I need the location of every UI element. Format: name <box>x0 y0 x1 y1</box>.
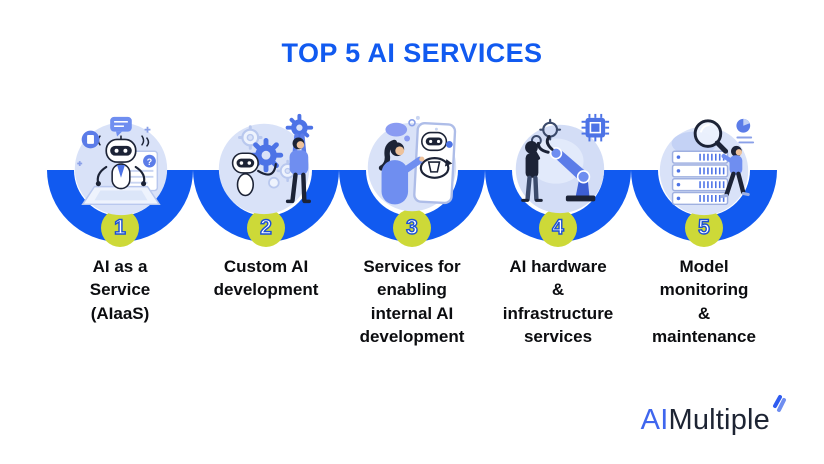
robot-on-laptop-illustration: ? <box>61 110 179 222</box>
service-item-4: 4 AI hardware & infrastructure services <box>485 110 631 349</box>
service-item-5: 5 Model monitoring & maintenance <box>631 110 777 349</box>
robot-person-gears-illustration <box>207 110 325 222</box>
logo-spark-icon <box>771 389 787 422</box>
service-label: AI as a Service (AIaaS) <box>89 257 151 323</box>
service-item-3: 3 Services for enabling internal AI deve… <box>339 110 485 349</box>
woman-robot-tablet-illustration <box>353 110 471 222</box>
server-magnifier-illustration <box>645 110 763 222</box>
service-label: AI hardware & infrastructure services <box>502 257 614 347</box>
step-badge: 3 <box>393 209 431 247</box>
step-badge: 2 <box>247 209 285 247</box>
logo-text-ai: AI <box>640 404 669 436</box>
service-item-1: ? <box>47 110 193 349</box>
service-item-2: 2 Custom AI development <box>193 110 339 349</box>
logo-text-multiple: Multiple <box>668 404 770 436</box>
services-row: ? <box>0 110 824 349</box>
service-label: Services for enabling internal AI develo… <box>359 257 465 347</box>
page-title: TOP 5 AI SERVICES <box>281 38 543 68</box>
svg-text:?: ? <box>147 157 152 167</box>
step-badge: 4 <box>539 209 577 247</box>
step-badge: 1 <box>101 209 139 247</box>
step-badge: 5 <box>685 209 723 247</box>
service-label: Custom AI development <box>213 257 319 300</box>
robotic-arm-chip-illustration <box>499 110 617 222</box>
service-label: Model monitoring & maintenance <box>652 257 756 347</box>
